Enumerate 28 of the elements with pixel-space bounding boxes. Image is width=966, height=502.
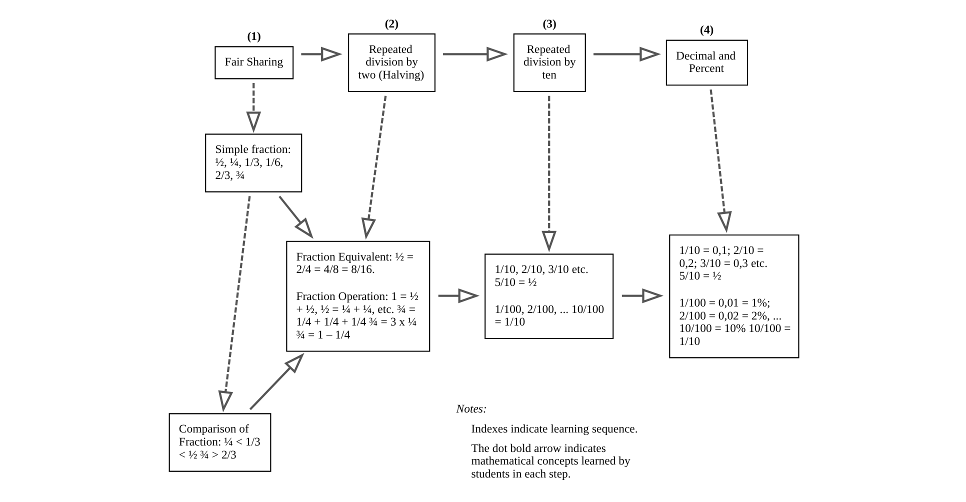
node-box: Repeated division by ten bbox=[512, 33, 586, 92]
arrow bbox=[621, 288, 664, 304]
arrow bbox=[593, 46, 661, 62]
node-box: Comparison of Fraction: ¼ < 1/3 < ½ ¾ > 2/3 bbox=[168, 413, 271, 472]
arrow bbox=[246, 83, 261, 134]
arrow bbox=[218, 196, 250, 412]
node-label: (2) bbox=[384, 17, 398, 30]
arrow bbox=[709, 89, 732, 234]
node-box: Fraction Equivalent: ½ = 2/4 = 4/8 = 8/16. Fraction Operation: 1 = ½ + ½, ½ = ¼ + ¼, etc. ¾ = 1/4 + 1/4 + 1/4 ¾ = 3 x ¼ ¾ = 1 – 1/4 bbox=[286, 240, 430, 352]
arrow bbox=[442, 46, 508, 62]
node-box: Repeated division by two (Halving) bbox=[348, 33, 435, 92]
label: Indexes indicate learning sequence. bbox=[470, 422, 638, 436]
arrow bbox=[541, 96, 556, 252]
node-box: Fair Sharing bbox=[214, 46, 294, 80]
node-box: Simple fraction: ½, ¼, 1/3, 1/6, 2/3, ¾ bbox=[204, 134, 302, 192]
node-box: Decimal and Percent bbox=[665, 40, 748, 86]
arrow bbox=[438, 288, 480, 304]
node-label: (4) bbox=[700, 24, 714, 37]
label: Notes: bbox=[456, 402, 486, 416]
node-label: (3) bbox=[542, 17, 556, 30]
node-box: 1/10, 2/10, 3/10 etc. 5/10 = ½ 1/100, 2/100, ... 10/100 = 1/10 bbox=[484, 254, 614, 339]
arrow bbox=[360, 96, 386, 240]
node-label: (1) bbox=[246, 30, 260, 44]
arrow bbox=[248, 352, 304, 410]
label: The dot bold arrow indicates mathematical concepts learned by students in each step. bbox=[470, 442, 630, 480]
arrow bbox=[300, 46, 342, 62]
node-box: 1/10 = 0,1; 2/10 = 0,2; 3/10 = 0,3 etc. 5/10 = ½ 1/100 = 0,01 = 1%; 2/100 = 0,02 = 2%, ... 10/100 = 10% 10/100 = 1/10 bbox=[668, 234, 799, 358]
arrow bbox=[278, 196, 313, 239]
